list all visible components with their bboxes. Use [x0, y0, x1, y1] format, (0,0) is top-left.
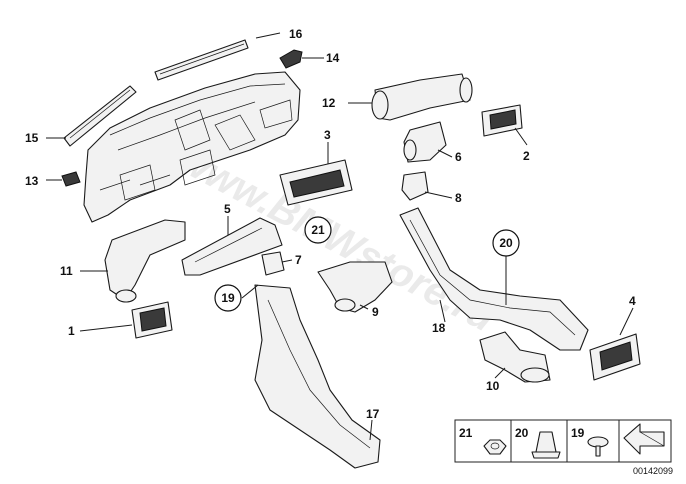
- legend-label-19: 19: [571, 426, 585, 440]
- callout-19-circled: 19: [214, 284, 242, 312]
- clip-icon: [587, 436, 609, 457]
- svg-text:21: 21: [311, 223, 325, 237]
- legend-label-21: 21: [459, 426, 473, 440]
- part-12-duct: [371, 73, 473, 121]
- callout-17: 17: [366, 407, 380, 421]
- callout-18: 18: [432, 321, 446, 335]
- dashboard-panel: [83, 71, 301, 223]
- callout-11: 11: [60, 264, 73, 278]
- part-13-grille: [61, 171, 81, 187]
- leader-lines: [46, 32, 634, 441]
- callout-21-circled: 21: [304, 216, 332, 244]
- expanding-nut-icon: [531, 431, 561, 459]
- part-9-duct: [317, 261, 393, 313]
- part-3-center-vent: [279, 159, 353, 206]
- callout-4: 4: [629, 294, 636, 308]
- callout-10: 10: [486, 379, 500, 393]
- part-15-defrost-nozzle: [63, 85, 137, 147]
- callout-14: 14: [326, 51, 340, 65]
- callout-6: 6: [455, 150, 462, 164]
- part-2-right-vent: [481, 104, 523, 137]
- part-6-connector: [403, 121, 447, 163]
- part-11-duct: [104, 219, 186, 303]
- part-5-duct: [181, 217, 283, 276]
- callout-8: 8: [455, 191, 462, 205]
- callout-2: 2: [523, 149, 530, 163]
- part-18-long-duct: [399, 207, 589, 351]
- callout-7: 7: [295, 253, 302, 267]
- callout-13: 13: [25, 174, 39, 188]
- document-number: 00142099: [633, 466, 673, 476]
- callout-3: 3: [324, 128, 331, 142]
- callout-9: 9: [372, 305, 379, 319]
- part-4-side-vent: [589, 333, 641, 381]
- part-16-defrost-nozzle: [154, 39, 249, 81]
- callout-16: 16: [289, 27, 303, 41]
- part-8-connector: [401, 171, 429, 201]
- hex-nut-icon: [483, 439, 507, 455]
- callout-12: 12: [322, 96, 336, 110]
- svg-text:19: 19: [221, 291, 235, 305]
- part-17-lower-duct: [254, 284, 381, 469]
- direction-arrow-icon: [623, 423, 665, 455]
- part-1-vent: [131, 301, 173, 339]
- part-14-grille: [279, 49, 303, 69]
- callout-15: 15: [25, 131, 39, 145]
- callout-labels: 16 14 15 13 12 3 2 6 8 5 7 11 1 9 18 4 1…: [25, 27, 636, 421]
- svg-text:20: 20: [499, 236, 513, 250]
- legend-label-20: 20: [515, 426, 529, 440]
- part-10-elbow: [479, 331, 551, 383]
- callout-5: 5: [224, 202, 231, 216]
- callout-1: 1: [68, 324, 75, 338]
- callout-20-circled: 20: [492, 229, 520, 257]
- part-7-clip: [261, 251, 285, 276]
- fastener-legend: 21 20 19 00142099: [454, 419, 673, 476]
